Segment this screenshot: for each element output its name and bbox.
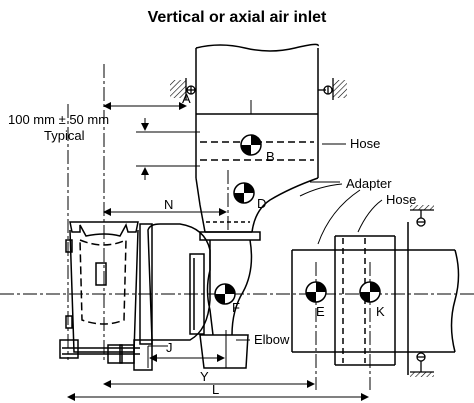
engine-block (59, 221, 140, 364)
dimension-label-l: L (212, 382, 219, 397)
dimension-note-line2: Typical (44, 128, 85, 143)
cg-marker-f-icon (214, 283, 236, 305)
inlet-duct (195, 43, 319, 115)
callout-elbow: Elbow (254, 332, 290, 347)
point-label-e: E (316, 304, 325, 319)
callout-adapter: Adapter (346, 176, 392, 191)
center-lines (0, 64, 474, 390)
dimension-lines (67, 102, 369, 401)
dimension-label-n: N (164, 197, 173, 212)
callout-hose-top: Hose (350, 136, 380, 151)
callout-hose-right: Hose (386, 192, 416, 207)
dimension-note-line1: 100 mm ± 50 mm (8, 112, 109, 127)
elbow (199, 231, 261, 369)
point-label-d: D (257, 196, 266, 211)
point-label-b: B (266, 149, 275, 164)
hose-right (291, 222, 460, 375)
dimension-label-y: Y (200, 369, 209, 384)
cg-marker-k-icon (359, 281, 381, 303)
point-label-k: K (376, 304, 385, 319)
cg-marker-d-icon (233, 182, 255, 204)
cg-marker-e-icon (305, 281, 327, 303)
point-label-f: F (232, 300, 240, 315)
cg-marker-b-icon (240, 134, 262, 156)
support-right-top-icon (410, 205, 434, 227)
point-label-a: A (182, 91, 191, 106)
leader-lines (236, 143, 383, 341)
support-left-icon (170, 78, 196, 100)
diagram-title: Vertical or axial air inlet (148, 9, 327, 26)
dimension-label-j: J (166, 340, 173, 355)
support-right-icon (318, 78, 347, 100)
support-right-bottom-icon (410, 352, 434, 377)
